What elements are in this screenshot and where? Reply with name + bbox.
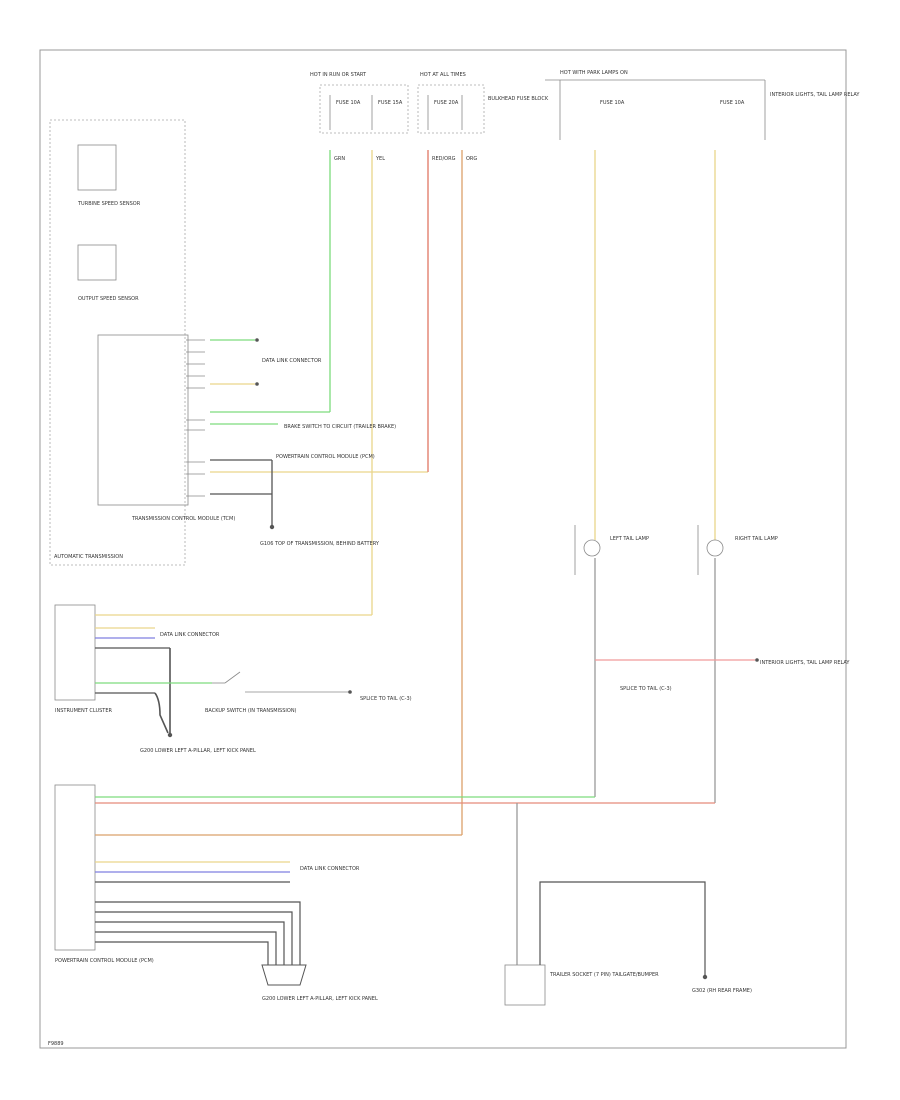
fuse-10a-label-3: FUSE 10A — [720, 100, 745, 106]
g200-ground — [167, 732, 173, 738]
right-tail-lamp-label: RIGHT TAIL LAMP — [735, 536, 778, 542]
output-speed-sensor-label: OUTPUT SPEED SENSOR — [78, 296, 139, 302]
g106-label: G106 TOP OF TRANSMISSION, BEHIND BATTERY — [260, 541, 380, 547]
wire-ic-blk2-down — [154, 692, 169, 734]
g200-label-2: G200 LOWER LEFT A-PILLAR, LEFT KICK PANE… — [262, 996, 378, 1002]
output-speed-sensor — [77, 244, 117, 281]
automatic-transmission-group: TURBINE SPEED SENSOR OUTPUT SPEED SENSOR… — [49, 119, 235, 566]
fuse-10a-label-2: FUSE 10A — [600, 100, 625, 106]
instrument-cluster-group: INSTRUMENT CLUSTER — [54, 604, 113, 714]
hot-at-all-times-label: HOT AT ALL TIMES — [420, 72, 466, 78]
backup-switch: BACKUP SWITCH (IN TRANSMISSION) SPLICE T… — [205, 671, 412, 714]
bulkhead-fuse-label: BULKHEAD FUSE BLOCK — [488, 96, 549, 102]
brake-switch-ref-label: BRAKE SWITCH TO CIRCUIT (TRAILER BRAKE) — [284, 424, 396, 430]
powertrain-cm-label: POWERTRAIN CONTROL MODULE (PCM) — [276, 454, 375, 460]
splice-tail-label: SPLICE TO TAIL (C-3) — [360, 696, 412, 702]
right-tail-lamp: RIGHT TAIL LAMP — [697, 525, 778, 575]
automatic-transmission-label: AUTOMATIC TRANSMISSION — [54, 554, 123, 560]
hot-run-start-label: HOT IN RUN OR START — [310, 72, 367, 78]
wire-label-yel: YEL — [375, 156, 385, 162]
fuse-15a-label-1: FUSE 15A — [378, 100, 403, 106]
g200-label: G200 LOWER LEFT A-PILLAR, LEFT KICK PANE… — [140, 748, 256, 754]
fuse-20a-label-1: FUSE 20A — [434, 100, 459, 106]
diagram-frame — [39, 49, 847, 1049]
turbine-speed-sensor — [77, 144, 117, 191]
wire-label-org: ORG — [466, 156, 477, 162]
fuse-block-top-right: HOT AT ALL TIMES FUSE 20A BULKHEAD FUSE … — [417, 72, 549, 134]
tcm-box — [97, 334, 189, 506]
wire-label-redorg: RED/ORG — [432, 156, 456, 162]
wire-label-grn: GRN — [334, 156, 345, 162]
tcm-connector-pins — [186, 339, 205, 497]
powertrain-cm-label-2: POWERTRAIN CONTROL MODULE (PCM) — [55, 958, 154, 964]
interior-lights-ref-label: INTERIOR LIGHTS, TAIL LAMP RELAY — [760, 660, 850, 666]
data-link-connector-label-2: DATA LINK CONNECTOR — [160, 632, 220, 638]
g106-ground — [269, 524, 275, 530]
dlc-arrow-1 — [255, 338, 259, 342]
left-tail-lamp-label: LEFT TAIL LAMP — [610, 536, 649, 542]
data-link-connector-label-1: DATA LINK CONNECTOR — [262, 358, 322, 364]
wire-trailer-ground — [539, 881, 706, 975]
turbine-speed-sensor-label: TURBINE SPEED SENSOR — [77, 201, 141, 207]
ground-bus-symbol — [261, 964, 307, 986]
left-tail-lamp: LEFT TAIL LAMP — [574, 525, 649, 575]
ground-bus-wires — [95, 901, 301, 965]
trailer-connector-label: TRAILER SOCKET (7 PIN) TAILGATE/BUMPER — [549, 972, 659, 978]
g302-ground — [702, 974, 708, 980]
splice-tail-label-2: SPLICE TO TAIL (C-3) — [620, 686, 672, 692]
g302-label: G302 (RH REAR FRAME) — [692, 988, 752, 994]
hot-with-park-lamps-label: HOT WITH PARK LAMPS ON — [560, 70, 628, 76]
fuse-block-far-right: HOT WITH PARK LAMPS ON FUSE 10A FUSE 10A… — [545, 70, 860, 140]
trailer-socket-box — [504, 964, 546, 1006]
instrument-cluster-label: INSTRUMENT CLUSTER — [55, 708, 113, 714]
fuse-10a-label-1: FUSE 10A — [336, 100, 361, 106]
backup-switch-label: BACKUP SWITCH (IN TRANSMISSION) — [205, 708, 297, 714]
lower-module-group: POWERTRAIN CONTROL MODULE (PCM) — [54, 784, 154, 964]
instrument-cluster-box — [54, 604, 96, 701]
tcm-label: TRANSMISSION CONTROL MODULE (TCM) — [131, 516, 235, 522]
interior-lights-label: INTERIOR LIGHTS, TAIL LAMP RELAY — [770, 92, 860, 98]
fuse-block-top-left: HOT IN RUN OR START FUSE 10A FUSE 15A — [310, 72, 409, 134]
lower-module-box — [54, 784, 96, 951]
figure-id: F9889 — [48, 1041, 64, 1047]
data-link-connector-label-3: DATA LINK CONNECTOR — [300, 866, 360, 872]
tail-splice-dot — [755, 658, 759, 662]
dlc-arrow-2 — [255, 382, 259, 386]
